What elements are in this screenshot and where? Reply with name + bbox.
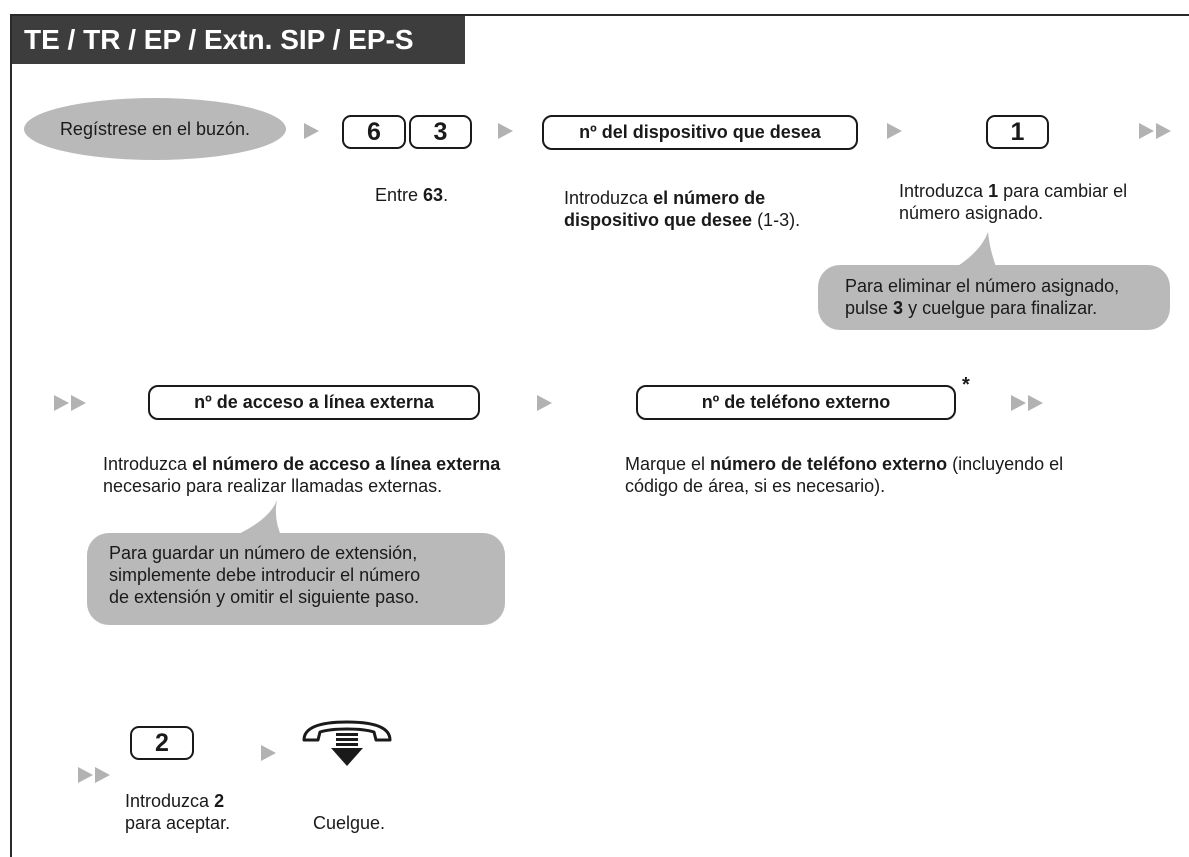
key-3: 3 [409,115,472,149]
external-phone-box: nº de teléfono externo [636,385,956,420]
external-line-access-box: nº de acceso a línea externa [148,385,480,420]
key-6: 6 [342,115,406,149]
arrow-icon [261,745,276,761]
desc-enter-2: Introduzca 2 para aceptar. [125,791,231,833]
double-arrow-icon-a [78,767,93,783]
device-number-box: nº del dispositivo que desea [542,115,858,150]
desc-external-phone: Marque el número de teléfono externo (in… [625,454,1064,496]
double-arrow-icon-b [1028,395,1043,411]
frame-top-border [10,14,1189,16]
page-title: TE / TR / EP / Extn. SIP / EP-S [12,16,465,64]
hangup-icon [302,720,392,766]
desc-change-number: Introduzca 1 para cambiar el número asig… [899,181,1128,223]
arrow-icon [498,123,513,139]
delete-number-bubble: Para eliminar el número asignado, pulse … [818,265,1170,330]
arrow-icon [537,395,552,411]
double-arrow-icon-b [1156,123,1171,139]
login-mailbox-oval: Regístrese en el buzón. [24,98,286,160]
frame-left-border [10,14,12,857]
double-arrow-icon-b [95,767,110,783]
desc-external-access: Introduzca el número de acceso a línea e… [103,454,501,496]
save-extension-bubble: Para guardar un número de extensión, sim… [87,533,505,625]
desc-enter-63: Entre 63. [375,185,449,205]
double-arrow-icon-a [54,395,69,411]
desc-device-number: Introduzca el número de dispositivo que … [564,188,801,230]
key-2: 2 [130,726,194,760]
key-1: 1 [986,115,1049,149]
bubble-tail [225,500,283,540]
arrow-icon [887,123,902,139]
asterisk-note: * [962,374,970,396]
double-arrow-icon-a [1011,395,1026,411]
desc-hang-up: Cuelgue. [313,813,386,833]
double-arrow-icon-a [1139,123,1154,139]
bubble-tail [948,232,998,272]
arrow-icon [304,123,319,139]
double-arrow-icon-b [71,395,86,411]
